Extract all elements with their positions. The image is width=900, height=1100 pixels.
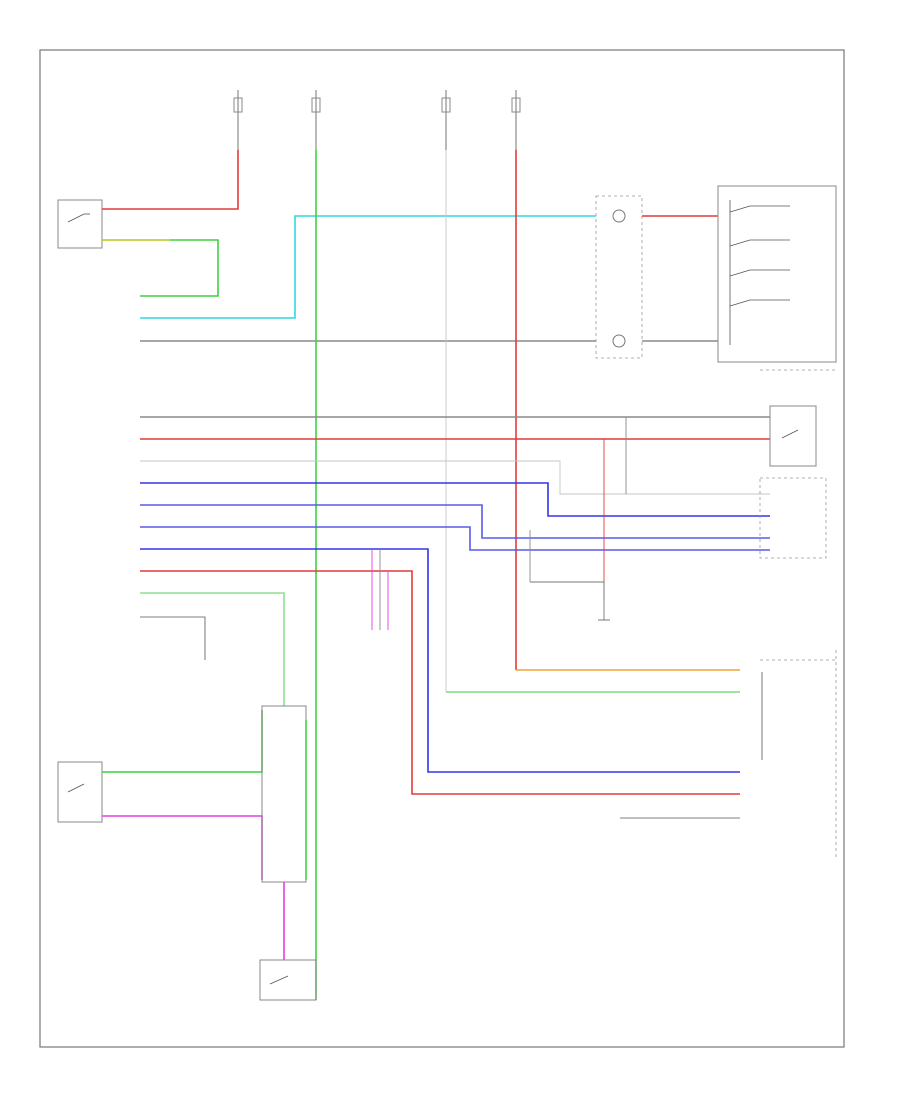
fuse-feeds — [233, 90, 521, 150]
diagram-frame — [39, 49, 845, 1048]
wire-red-4 — [140, 570, 740, 795]
wire-blue-3 — [140, 526, 770, 551]
left-lower-switch — [57, 710, 263, 880]
fuse-1 — [233, 97, 243, 113]
wire-blue-1 — [140, 482, 770, 517]
wire-blue-4 — [140, 548, 740, 773]
wires-top — [102, 150, 740, 1000]
bottom-switch — [259, 959, 317, 1001]
fuse-4 — [511, 97, 521, 113]
fuse-3 — [441, 97, 451, 113]
wire-green-1 — [102, 239, 219, 297]
combination-switch-block — [595, 195, 718, 359]
fuse-2 — [311, 97, 321, 113]
center-module — [261, 705, 307, 960]
right-middle-switch — [759, 405, 827, 559]
wire-green-3 — [140, 592, 285, 706]
wire-lightgray-2 — [140, 460, 770, 495]
wire-blue-2 — [140, 504, 770, 539]
lower-right-connector — [620, 650, 837, 860]
left-upper-switch — [57, 199, 103, 249]
multi-switch-block — [717, 185, 837, 371]
wire-green-4 — [102, 710, 263, 773]
wires-middle — [140, 416, 770, 795]
wire-cyan — [140, 215, 596, 319]
wire-ground-1 — [140, 616, 206, 660]
wire-red-1 — [102, 150, 239, 210]
wire-magenta — [102, 815, 263, 880]
